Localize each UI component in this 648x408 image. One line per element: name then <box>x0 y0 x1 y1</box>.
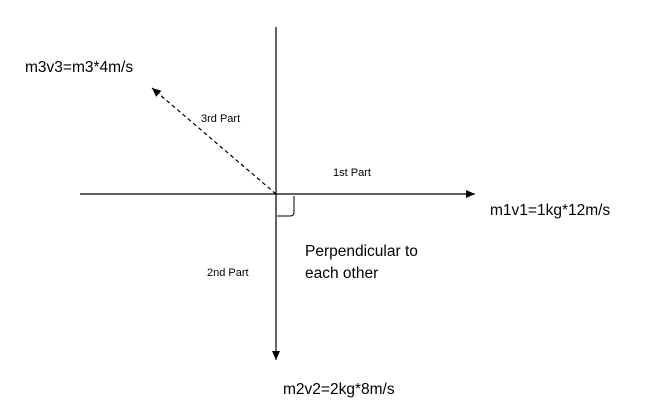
first-part-label: 1st Part <box>333 167 371 179</box>
right-angle-mark <box>277 196 295 217</box>
perpendicular-note-line2: each other <box>305 265 379 282</box>
m1v1-label: m1v1=1kg*12m/s <box>490 202 611 219</box>
m2v2-label: m2v2=2kg*8m/s <box>283 381 395 398</box>
second-part-label: 2nd Part <box>207 267 249 279</box>
third-part-arrow <box>151 87 277 195</box>
perpendicular-note-line1: Perpendicular to <box>305 243 418 260</box>
third-part-label: 3rd Part <box>201 113 241 125</box>
m3v3-label: m3v3=m3*4m/s <box>25 59 134 76</box>
